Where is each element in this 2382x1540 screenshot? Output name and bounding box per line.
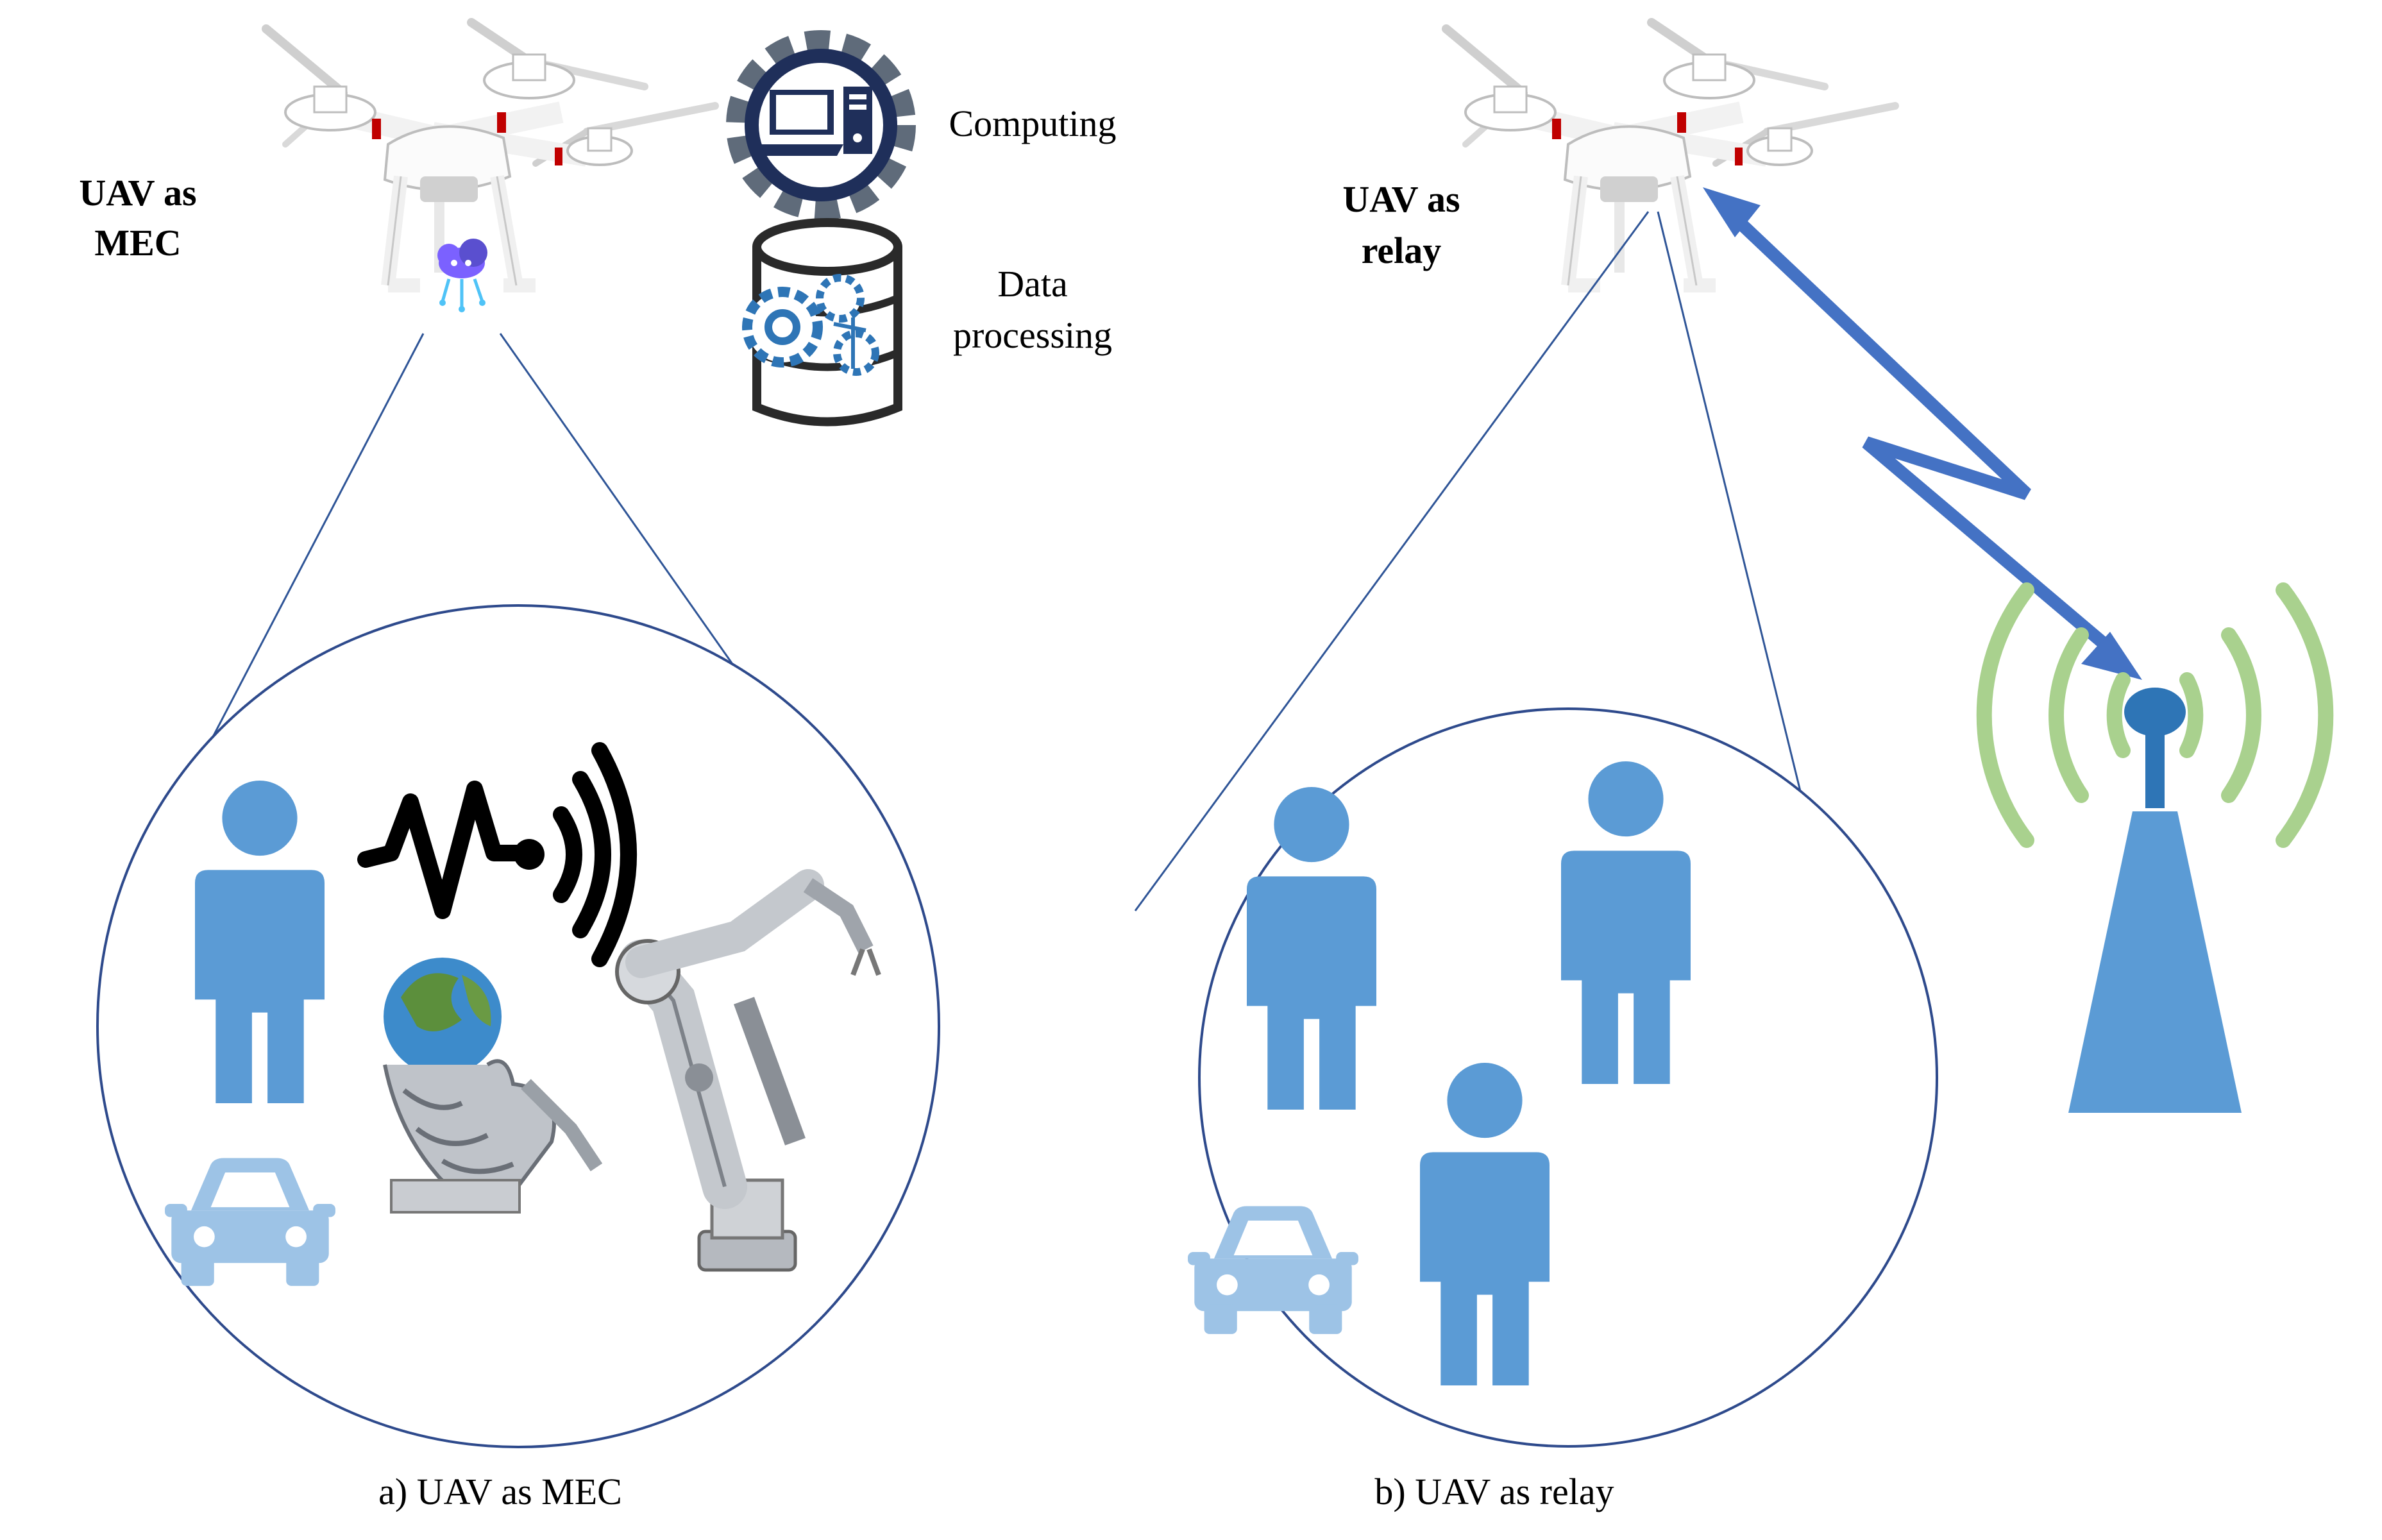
computing-label: Computing: [949, 103, 1116, 144]
relay-title-line1: UAV as: [1342, 178, 1460, 220]
gear-computer-icon: [726, 30, 916, 220]
relay-beam-left: [1134, 211, 1650, 911]
heartbeat-signal-icon: [357, 742, 637, 967]
mec-caption: a) UAV as MEC: [378, 1471, 622, 1512]
mec-drone-icon: [266, 22, 715, 285]
robot-hand-globe-icon: [383, 958, 603, 1214]
data-label-line1: Data: [997, 263, 1068, 305]
mec-panel: UAV as MEC Computing Data: [79, 22, 1117, 1512]
relay-title-line2: relay: [1362, 230, 1442, 271]
relay-panel: UAV as relay: [1134, 22, 2334, 1512]
cloud-chip-icon: [437, 239, 487, 312]
mec-title-line2: MEC: [94, 222, 181, 264]
relay-link-arrow: [1703, 187, 2142, 680]
robot-arm-icon: [615, 869, 881, 1272]
relay-drone-icon: [1446, 22, 1895, 285]
relay-coverage-circle: [1198, 707, 1938, 1448]
database-gears-icon: [742, 218, 902, 427]
mec-title-line1: UAV as: [79, 172, 196, 214]
data-label-line2: processing: [953, 314, 1112, 356]
cell-tower-icon: [1976, 582, 2334, 1113]
relay-caption: b) UAV as relay: [1374, 1471, 1614, 1512]
